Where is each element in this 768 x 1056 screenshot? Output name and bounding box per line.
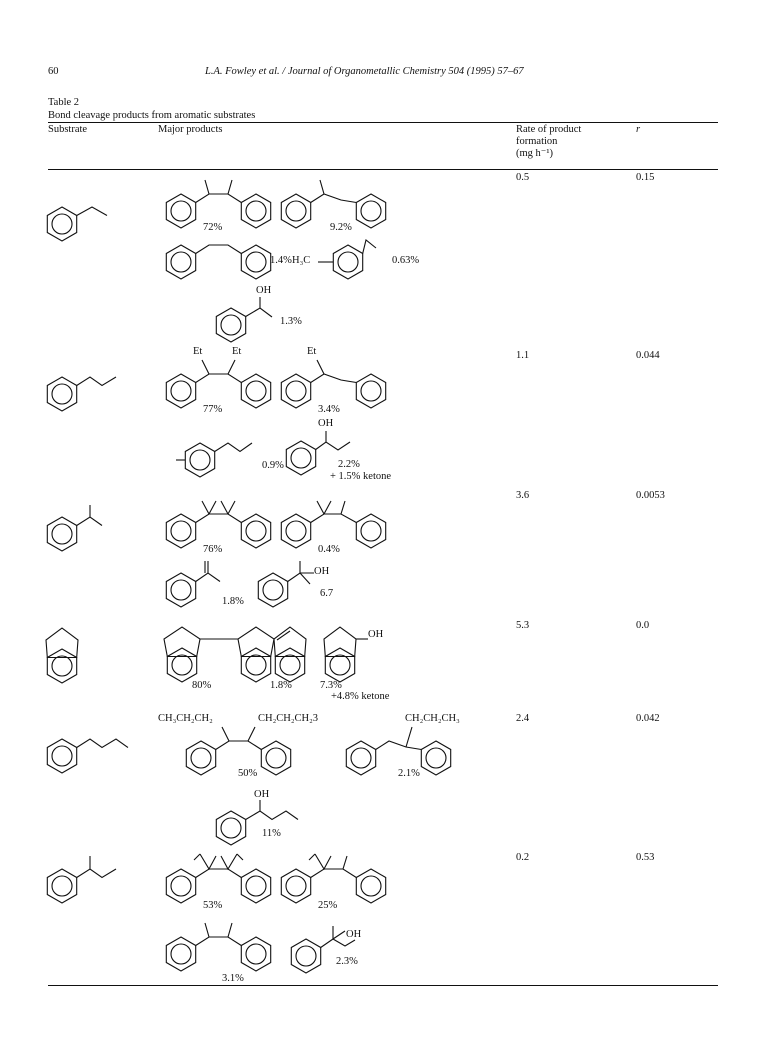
propyl-label: CH₃CH₂CH₂ (158, 713, 213, 724)
substrate-structure (46, 376, 117, 412)
ketone-note: + 1.5% ketone (330, 471, 392, 482)
yield-label: 76% (203, 544, 223, 555)
hydroxyl-label: OH (254, 789, 270, 800)
col-header-substrate: Substrate (48, 124, 88, 135)
substrate-structure (46, 206, 108, 242)
yield-label: 50% (238, 768, 258, 779)
r-value: 0.044 (636, 350, 660, 361)
substrate-structure (46, 856, 117, 904)
product-structure (318, 239, 377, 280)
col-header-major-products: Major products (158, 124, 223, 135)
rate-value: 1.1 (516, 350, 530, 361)
yield-label: 0.4% (318, 544, 340, 555)
running-header-citation: L.A. Fowley et al. / Journal of Organome… (205, 66, 524, 77)
yield-label: 6.7 (320, 588, 334, 599)
table-bottom-rule (48, 985, 718, 986)
product-structure (185, 726, 292, 776)
yield-label: 9.2% (330, 222, 352, 233)
product-structure (215, 800, 299, 846)
ethyl-label: Et (307, 346, 317, 357)
product-structure (345, 726, 452, 776)
hydroxyl-label: OH (318, 418, 334, 429)
propyl-label: CH₂CH₂CH₃ (405, 713, 460, 724)
hydroxyl-label: OH (256, 285, 272, 296)
yield-label: 0.9% (262, 460, 284, 471)
product-structure (323, 626, 368, 683)
yield-label: 7.3% (320, 680, 342, 691)
page-number: 60 (48, 66, 59, 77)
rate-value: 2.4 (516, 713, 530, 724)
product-structure (215, 297, 273, 343)
product-structure (165, 853, 272, 904)
r-value: 0.53 (636, 852, 655, 863)
r-value: 0.042 (636, 713, 660, 724)
product-structure (285, 431, 351, 476)
product-structure (165, 500, 272, 549)
table-header-rule (48, 169, 718, 170)
yield-label: 0.63% (392, 255, 420, 266)
r-value: 0.0 (636, 620, 650, 631)
rate-value: 3.6 (516, 490, 530, 501)
rate-value: 5.3 (516, 620, 530, 631)
yield-label: 77% (203, 404, 223, 415)
product-structure (165, 244, 272, 280)
product-structure (165, 922, 272, 972)
table-number: Table 2 (48, 97, 80, 108)
yield-label: 72% (203, 222, 223, 233)
col-header-rate: Rate of product formation (mg h⁻¹) (516, 124, 582, 159)
rate-value: 0.5 (516, 172, 530, 183)
ethyl-label: Et (193, 346, 203, 357)
product-structure (273, 626, 307, 683)
yield-label: 2.2% (338, 459, 360, 470)
ethyl-label: Et (232, 346, 242, 357)
rate-value: 0.2 (516, 852, 530, 863)
yield-label: 80% (192, 680, 212, 691)
product-structure (280, 359, 387, 409)
yield-label: 2.1% (398, 768, 420, 779)
propyl-label: CH₂CH₂CH₂3 (258, 713, 318, 724)
product-structure (280, 179, 387, 229)
substituent-label: H₃C (292, 255, 311, 266)
substrate-structure (46, 505, 103, 552)
hydroxyl-label: OH (368, 629, 384, 640)
product-structure (290, 926, 356, 974)
product-structure (257, 561, 314, 608)
col-header-r: r (636, 124, 641, 135)
substrate-structure (46, 738, 129, 774)
yield-label: 53% (203, 900, 223, 911)
yield-label: 2.3% (336, 956, 358, 967)
product-structure (280, 500, 387, 549)
table-title: Bond cleavage products from aromatic sub… (48, 110, 256, 121)
product-structure (163, 626, 275, 683)
product-structure (165, 179, 272, 229)
substrate-structure (45, 627, 79, 684)
yield-label: 11% (262, 828, 281, 839)
yield-label: 1.8% (270, 680, 292, 691)
ketone-note: +4.8% ketone (331, 691, 390, 702)
yield-label: 1.3% (280, 316, 302, 327)
r-value: 0.15 (636, 172, 655, 183)
product-structure (176, 442, 253, 478)
product-structure (280, 853, 387, 904)
yield-label: 1.4% (270, 255, 292, 266)
r-value: 0.0053 (636, 490, 665, 501)
table-caption: Table 2 Bond cleavage products from arom… (48, 96, 255, 122)
product-structure (165, 561, 221, 608)
yield-label: 1.8% (222, 596, 244, 607)
yield-label: 3.1% (222, 973, 244, 984)
yield-label: 3.4% (318, 404, 340, 415)
hydroxyl-label: OH (346, 929, 362, 940)
product-structure (165, 359, 272, 409)
hydroxyl-label: OH (314, 566, 330, 577)
yield-label: 25% (318, 900, 338, 911)
table-top-rule (48, 122, 718, 123)
